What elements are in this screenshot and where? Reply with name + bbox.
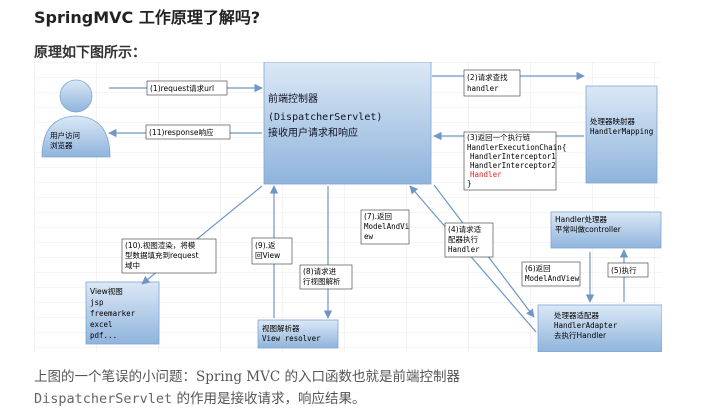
svg-text:域中: 域中 — [125, 260, 140, 270]
dispatcher-title: 前端控制器 — [268, 92, 318, 105]
svg-text:handler: handler — [467, 84, 499, 93]
svg-text:回View: 回View — [255, 251, 280, 260]
svg-text:型数据填充到request: 型数据填充到request — [125, 250, 199, 260]
view-title: View视图 — [90, 286, 123, 296]
user-browser-figure: 用户访问 浏览器 — [41, 79, 111, 158]
label-step1: (1)request请求url — [146, 80, 228, 96]
svg-text:(1)request请求url: (1)request请求url — [150, 83, 214, 93]
view-type-freemarker: freemarker — [90, 309, 136, 318]
svg-text:HandlerInterceptor2: HandlerInterceptor2 — [470, 161, 556, 170]
label-step9: (9).返 回View — [251, 237, 293, 265]
dispatcher-class-name: (DispatcherServlet) — [268, 112, 382, 123]
page-title: SpringMVC 工作原理了解吗? — [34, 8, 261, 27]
label-step11: (11)response响应 — [145, 124, 231, 140]
svg-text:(2)请求查找: (2)请求查找 — [467, 72, 508, 82]
svg-text:(9).返: (9).返 — [255, 241, 276, 250]
svg-text:(11)response响应: (11)response响应 — [149, 127, 214, 137]
adapter-description: 去执行Handler — [554, 330, 607, 340]
view-type-pdf: pdf... — [90, 331, 117, 340]
svg-text:HandlerExecutionChain{: HandlerExecutionChain{ — [467, 143, 566, 152]
svg-text:行视图解析: 行视图解析 — [303, 276, 341, 286]
handler-adapter-box: 处理器适配器 HandlerAdapter 去执行Handler — [537, 304, 662, 352]
label-step2: (2)请求查找 handler — [463, 69, 521, 97]
handler-mapping-box: 处理器映射器 HandlerMapping — [585, 85, 658, 184]
svg-text:(7).返回: (7).返回 — [364, 212, 392, 221]
svg-text:(8)请求进: (8)请求进 — [303, 266, 337, 276]
handler-highlight: Handler — [470, 170, 502, 179]
label-step5: (5)执行 — [607, 262, 649, 278]
user-label-line1: 用户访问 — [50, 130, 80, 140]
view-type-jsp: jsp — [90, 298, 104, 307]
caption-code: DispatcherServlet — [34, 391, 173, 407]
svg-text:(5)执行: (5)执行 — [611, 265, 637, 275]
label-step6: (6)返回 ModelAndView — [521, 261, 581, 287]
view-box: View视图 jsp freemarker excel pdf... — [85, 281, 160, 345]
handler-mapping-title: 处理器映射器 — [590, 116, 635, 126]
label-step7: (7).返回 ModelAndVi ew — [360, 209, 410, 245]
adapter-title: 处理器适配器 — [554, 310, 599, 320]
label-step10: (10).视图渲染，将模 型数据填充到request 域中 — [121, 238, 217, 274]
svg-text:ModelAndView: ModelAndView — [525, 274, 580, 283]
label-step3: (3)返回一个执行链 HandlerExecutionChain{ Handle… — [463, 131, 566, 191]
springmvc-flow-diagram: 用户访问 浏览器 前端控制器 (DispatcherServlet) 接收用户请… — [34, 62, 662, 352]
dispatcher-description: 接收用户请求和响应 — [268, 126, 358, 139]
svg-text:ew: ew — [364, 232, 374, 241]
caption-text-before: 上图的一个笔误的小问题：Spring MVC 的入口函数也就是前端控制器 — [34, 369, 460, 385]
label-step8: (8)请求进 行视图解析 — [299, 264, 353, 290]
dispatcher-servlet-box: 前端控制器 (DispatcherServlet) 接收用户请求和响应 — [263, 62, 432, 185]
adapter-class: HandlerAdapter — [554, 321, 618, 330]
handler-title: Handler处理器 — [555, 214, 608, 224]
svg-text:}: } — [467, 179, 472, 188]
svg-text:(6)返回: (6)返回 — [525, 264, 551, 273]
handler-description: 平常叫做controller — [555, 224, 622, 234]
svg-text:Handler: Handler — [448, 245, 480, 254]
label-step4: (4)请求适 配器执行 Handler — [444, 222, 494, 258]
view-resolver-box: 视图解析器 View resolver — [257, 319, 339, 349]
view-resolver-title: 视图解析器 — [262, 323, 300, 333]
svg-text:ModelAndVi: ModelAndVi — [364, 222, 409, 231]
view-resolver-class: View resolver — [262, 334, 321, 343]
arrow-step7 — [409, 185, 537, 333]
diagram-caption: 上图的一个笔误的小问题：Spring MVC 的入口函数也就是前端控制器 Dis… — [34, 366, 460, 410]
user-label-line2: 浏览器 — [50, 140, 73, 150]
svg-text:(10).视图渲染，将模: (10).视图渲染，将模 — [125, 240, 196, 250]
handler-controller-box: Handler处理器 平常叫做controller — [550, 211, 662, 249]
svg-text:HandlerInterceptor1: HandlerInterceptor1 — [470, 152, 556, 161]
svg-text:(4)请求适: (4)请求适 — [448, 224, 482, 234]
section-heading: 原理如下图所示： — [34, 45, 146, 61]
view-type-excel: excel — [90, 320, 113, 329]
svg-text:(3)返回一个执行链: (3)返回一个执行链 — [467, 132, 531, 142]
handler-mapping-class: HandlerMapping — [590, 127, 653, 136]
caption-text-after: 的作用是接收请求，响应结果。 — [172, 391, 366, 407]
svg-text:配器执行: 配器执行 — [448, 234, 478, 244]
